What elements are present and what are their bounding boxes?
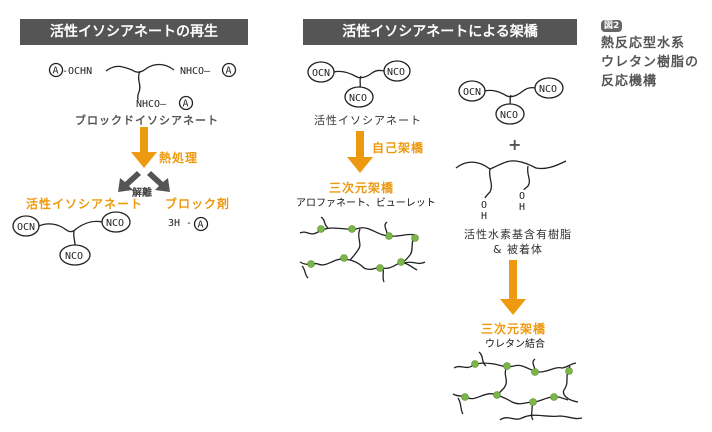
group-NCO: NCO: [106, 218, 124, 229]
crosslink-node: [385, 232, 393, 240]
bottom-group-text: NHCO—: [136, 99, 167, 110]
active-hydrogen-resin: [455, 160, 567, 199]
blocking-agent-formula: 3H -: [168, 218, 193, 229]
dissociation-arrows: [118, 171, 170, 192]
hydroxyl-O: O: [519, 191, 525, 202]
urethane-result-subtitle: ウレタン結合: [485, 339, 545, 350]
group-NCO: NCO: [387, 67, 405, 78]
hydroxyl-H: H: [481, 211, 487, 222]
group-NCO: NCO: [349, 93, 367, 104]
right-group-text: NHCO—: [180, 66, 211, 77]
self-result-subtitle: アロファネート、ビューレット: [296, 198, 436, 209]
blocking-group-circle: [48, 62, 64, 78]
crosslink-node: [550, 393, 558, 401]
heat-treatment-arrow: [131, 127, 157, 168]
group-OCN: OCN: [463, 87, 481, 98]
crosslink-node: [531, 368, 539, 376]
group-NCO: NCO: [500, 110, 518, 121]
urethane-nodes: [461, 360, 573, 406]
heat-treatment-label: 熱処理: [159, 151, 199, 165]
urethane-crosslink-arrow: [500, 260, 526, 315]
resin-label-line: & 被着体: [492, 243, 544, 256]
blocking-group-letter: A: [183, 99, 189, 110]
blocked-isocyanate-molecule: [48, 62, 237, 111]
hydroxyl-H: H: [519, 202, 525, 213]
crosslink-node: [471, 360, 479, 368]
left-group-text: -OCHN: [62, 66, 92, 77]
crosslink-node: [503, 362, 511, 370]
group-NCO: NCO: [539, 84, 557, 95]
crosslink-node: [376, 264, 384, 272]
dissociation-label: 解離: [132, 188, 152, 199]
crosslink-node: [493, 391, 501, 399]
self-crosslink-label: 自己架橋: [372, 141, 425, 155]
blocking-group-circle: [221, 62, 237, 78]
blocking-agent-label: ブロック剤: [165, 197, 231, 211]
self-result-label: 三次元架橋: [329, 181, 395, 195]
group-OCN: OCN: [312, 68, 330, 79]
right-panel-header: 活性イソシアネートによる架橋: [303, 19, 577, 45]
hydroxyl-O: O: [481, 200, 487, 211]
crosslink-nodes: [307, 225, 419, 272]
crosslink-node: [317, 225, 325, 233]
blocking-group-letter: A: [53, 66, 59, 77]
crosslink-node: [348, 225, 356, 233]
active-isocyanate-molecule: [12, 211, 131, 266]
group-NCO: NCO: [65, 251, 83, 262]
self-molecule-label: 活性イソシアネート: [314, 114, 422, 127]
crosslink-node: [397, 258, 405, 266]
figure-title-line: 反応機構: [601, 74, 658, 89]
self-crosslink-molecule: [307, 60, 411, 108]
resin-label-line: 活性水素基含有樹脂: [464, 228, 572, 241]
left-panel-header: 活性イソシアネートの再生: [20, 19, 248, 45]
blocking-group-circle: [178, 95, 194, 111]
crosslink-node: [307, 260, 315, 268]
plus-sign: +: [508, 135, 522, 154]
self-crosslink-arrow: [347, 131, 373, 173]
crosslink-node: [340, 254, 348, 262]
blocking-group-letter: A: [226, 66, 232, 77]
blocked-isocyanate-label: ブロックドイソシアネート: [75, 114, 219, 127]
active-isocyanate-label: 活性イソシアネート: [26, 197, 144, 211]
crosslink-node: [411, 234, 419, 242]
blocking-group-letter: A: [198, 220, 204, 231]
blocking-group-circle: [193, 216, 209, 232]
urethane-result-label: 三次元架橋: [481, 322, 547, 336]
group-OCN: OCN: [17, 222, 35, 233]
figure-badge: 図2: [601, 20, 623, 32]
resin-label: 活性水素基含有樹脂 & 被着体: [463, 227, 573, 257]
crosslink-node: [565, 367, 573, 375]
figure-title-line: 熱反応型水系: [601, 36, 686, 51]
figure-title-line: ウレタン樹脂の: [601, 55, 700, 70]
crosslink-node: [529, 398, 537, 406]
crosslink-node: [461, 393, 469, 401]
resin-crosslinker-molecule: [458, 77, 564, 125]
figure-title: 熱反応型水系 ウレタン樹脂の 反応機構: [601, 34, 699, 91]
